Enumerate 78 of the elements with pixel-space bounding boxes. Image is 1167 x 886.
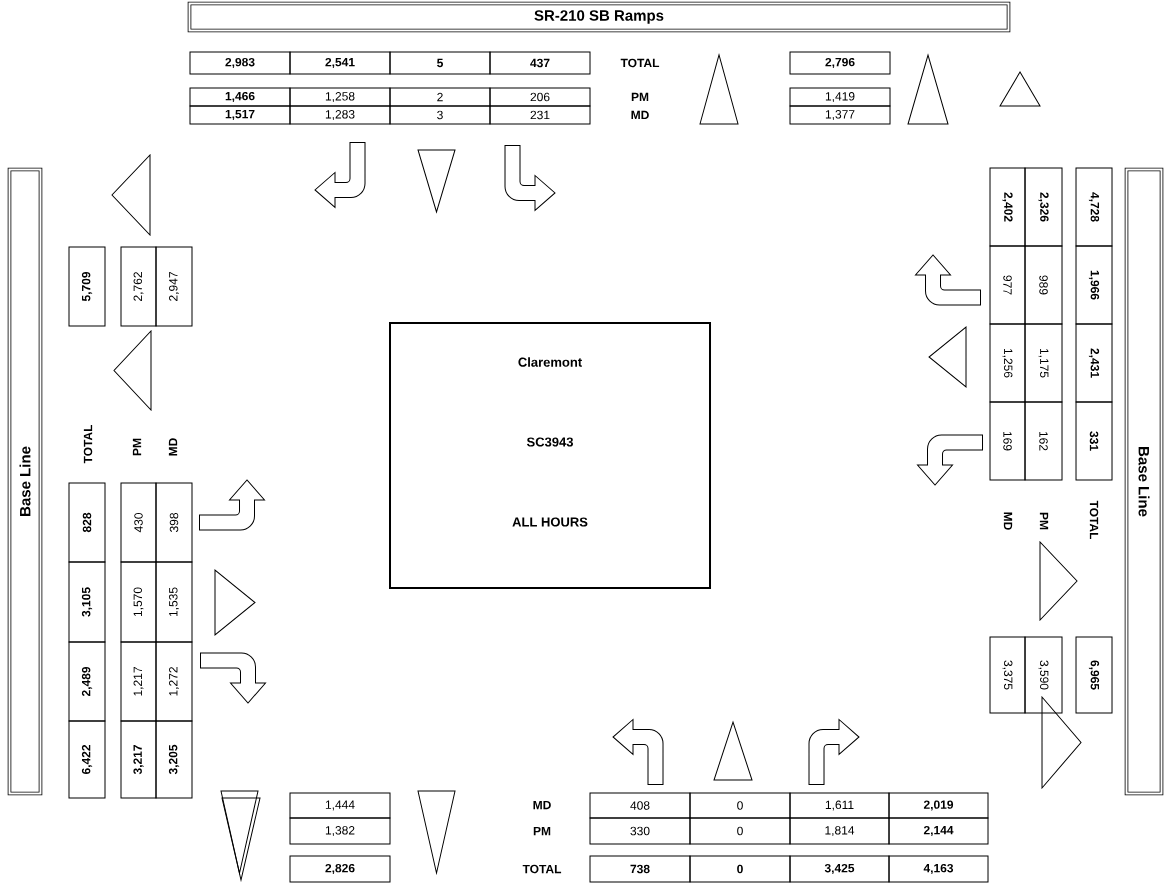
count-cell: 408 — [589, 792, 691, 819]
count-cell: 398 — [155, 482, 193, 563]
count-cell: 331 — [1075, 401, 1113, 481]
count-cell: 2,019 — [888, 792, 989, 819]
count-cell: 5 — [389, 51, 491, 75]
row-label: TOTAL — [1089, 500, 1099, 540]
count-cell: 2,489 — [68, 641, 106, 722]
count-cell: 828 — [68, 482, 106, 563]
count-cell: 2,762 — [120, 246, 157, 327]
count-cell: 1,535 — [155, 561, 193, 643]
count-cell: 1,382 — [289, 817, 391, 845]
count-cell: 6,965 — [1075, 636, 1113, 714]
box-text: Claremont — [518, 357, 582, 367]
count-cell: 162 — [1024, 401, 1063, 481]
count-cell: 4,728 — [1075, 167, 1113, 247]
count-cell: 2,541 — [289, 51, 391, 75]
count-cell: 3,205 — [155, 720, 193, 799]
road-name-band: Base Line — [1124, 167, 1164, 796]
row-label: PM — [1039, 512, 1049, 530]
count-cell: 231 — [489, 105, 591, 125]
row-label: MD — [533, 800, 551, 810]
count-cell: 1,966 — [1075, 245, 1113, 325]
box-text: SC3943 — [526, 437, 573, 447]
count-cell: 977 — [989, 245, 1026, 325]
box-text: ALL HOURS — [512, 517, 588, 527]
count-cell: 738 — [589, 855, 691, 883]
count-cell: 1,283 — [289, 105, 391, 125]
count-cell: 2,796 — [789, 51, 891, 75]
count-cell: 169 — [989, 401, 1026, 481]
count-cell: 2,431 — [1075, 323, 1113, 403]
count-cell: 430 — [120, 482, 157, 563]
count-cell: 1,419 — [789, 87, 891, 107]
count-cell: 1,517 — [189, 105, 291, 125]
row-label: TOTAL — [83, 424, 93, 464]
count-cell: 1,466 — [189, 87, 291, 107]
row-label: PM — [533, 826, 551, 836]
count-cell: 1,814 — [789, 817, 890, 845]
count-cell: 4,163 — [888, 855, 989, 883]
count-cell: 3,217 — [120, 720, 157, 799]
count-cell: 206 — [489, 87, 591, 107]
count-cell: 3,425 — [789, 855, 890, 883]
count-cell: 1,256 — [989, 323, 1026, 403]
count-cell: 2,947 — [155, 246, 193, 327]
count-cell: 1,444 — [289, 792, 391, 819]
count-cell: 3,105 — [68, 561, 106, 643]
count-cell: 1,272 — [155, 641, 193, 722]
count-cell: 1,377 — [789, 105, 891, 125]
count-cell: 2 — [389, 87, 491, 107]
row-label: PM — [132, 438, 142, 456]
count-cell: 1,175 — [1024, 323, 1063, 403]
count-cell: 5,709 — [68, 246, 106, 327]
count-cell: 2,326 — [1024, 167, 1063, 247]
count-cell: 437 — [489, 51, 591, 75]
count-cell: 0 — [689, 855, 791, 883]
row-label: MD — [168, 438, 178, 456]
count-cell: 0 — [689, 792, 791, 819]
row-label: PM — [631, 92, 649, 102]
count-cell: 1,570 — [120, 561, 157, 643]
count-cell: 3 — [389, 105, 491, 125]
count-cell: 3,375 — [989, 636, 1026, 714]
count-cell: 2,144 — [888, 817, 989, 845]
count-cell: 1,611 — [789, 792, 890, 819]
row-label: MD — [631, 110, 649, 120]
row-label: TOTAL — [620, 58, 660, 68]
count-cell: 989 — [1024, 245, 1063, 325]
road-name-band: Base Line — [7, 167, 43, 796]
row-label: MD — [1003, 512, 1013, 530]
count-cell: 330 — [589, 817, 691, 845]
count-cell: 2,402 — [989, 167, 1026, 247]
road-name-band: SR-210 SB Ramps — [187, 1, 1011, 33]
count-cell: 0 — [689, 817, 791, 845]
count-cell: 3,590 — [1024, 636, 1063, 714]
row-label: TOTAL — [522, 864, 562, 874]
count-cell: 2,983 — [189, 51, 291, 75]
count-cell: 6,422 — [68, 720, 106, 799]
count-cell: 1,217 — [120, 641, 157, 722]
count-cell: 2,826 — [289, 855, 391, 883]
count-cell: 1,258 — [289, 87, 391, 107]
